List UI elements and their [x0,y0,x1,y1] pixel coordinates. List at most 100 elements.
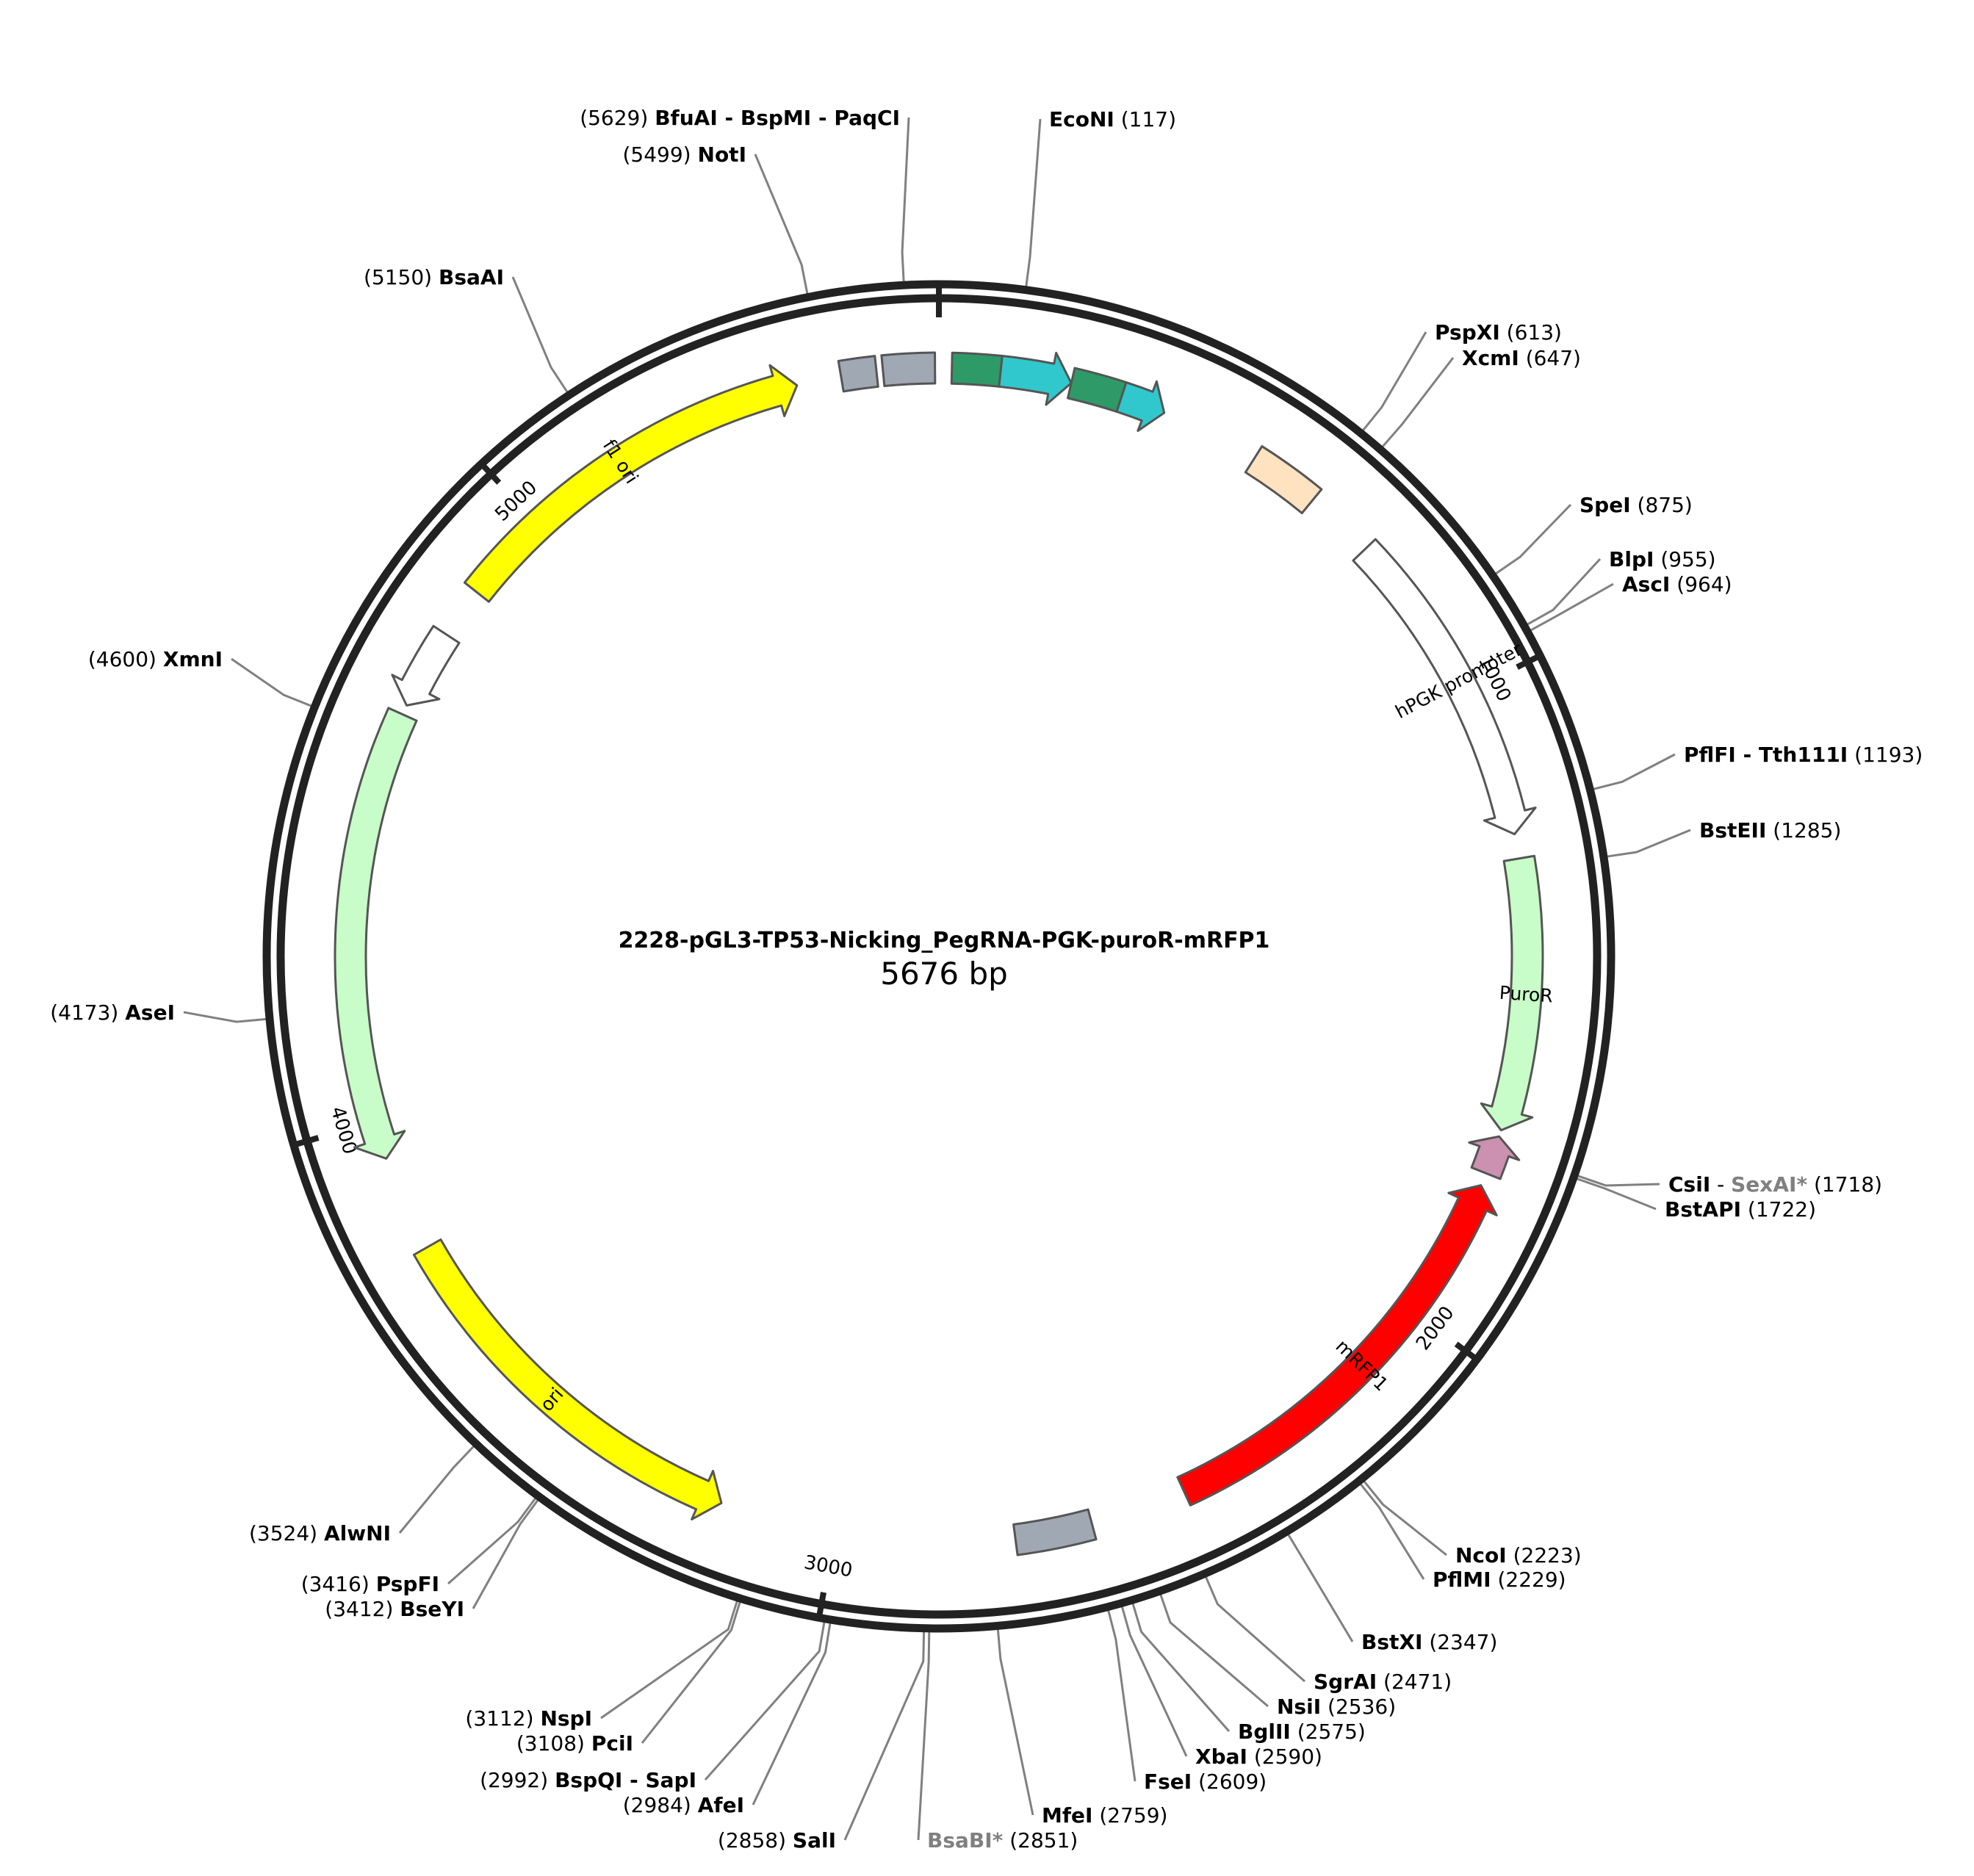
site-leader [996,1628,1034,1816]
site-leader [1358,1482,1425,1580]
site-name: NotI [698,142,746,167]
site-leader [1120,1605,1188,1757]
site-position: (1285) [1773,818,1841,843]
site-gap [1741,1197,1748,1222]
site-gap [1500,320,1507,344]
site-name: PflFI - Tth111I [1684,743,1848,767]
site-name: SgrAI [1314,1670,1377,1694]
site-gap [1003,1828,1009,1852]
site-separator: - [1710,1172,1731,1197]
site-position: (2858) [718,1828,786,1852]
site-gap [1654,547,1660,571]
feature-grey-bottom [1012,1508,1098,1556]
site-gap [691,1793,698,1817]
feature-puror [1480,854,1544,1132]
site-gap [786,1828,793,1852]
site-name: CsiI [1668,1172,1710,1197]
site-leader [901,117,910,284]
site-name: AseI [125,1000,175,1025]
site-name: EcoNI [1049,107,1114,131]
site-name: PciI [591,1731,633,1756]
site-position: (2759) [1099,1803,1167,1828]
site-label: (5150) BsaAI [364,265,504,289]
feature-scaffold-2 [1066,367,1128,413]
site-gap [534,1706,541,1731]
site-label: CsiI - SexAI* (1718) [1668,1172,1882,1197]
site-name: XmnI [163,647,223,671]
site-label: MfeI (2759) [1042,1803,1167,1828]
site-label: BsaBI* (2851) [927,1828,1078,1852]
site-name: BsaAI [439,265,504,289]
site-position: (2347) [1429,1630,1497,1654]
site-name: BspQI - SapI [555,1768,696,1792]
site-label: (4173) AseI [50,1000,175,1025]
site-name: NsiI [1277,1695,1321,1719]
site-label: BglII (2575) [1238,1720,1366,1744]
site-gap [1631,493,1638,517]
site-position: (5499) [623,142,691,167]
site-label: (2984) AfeI [623,1793,744,1817]
site-gap [432,265,439,289]
feature-pink-feature [1468,1135,1521,1180]
site-leader [1576,1174,1660,1187]
site-gap [1507,1543,1513,1567]
site-name: PspFI [376,1572,439,1596]
site-leader [511,276,569,394]
site-gap [1519,346,1526,370]
feature-label-puror: PuroR [1499,982,1554,1007]
site-position: (2575) [1297,1720,1366,1744]
site-leader [1494,503,1572,576]
site-position: (3412) [325,1597,393,1621]
site-position: (2229) [1497,1567,1566,1592]
site-label: (3524) AlwNI [249,1521,391,1545]
site-label: BstAPI (1722) [1665,1197,1816,1222]
site-label: NsiI (2536) [1277,1695,1396,1719]
site-position: (5629) [580,106,648,130]
site-label: XbaI (2590) [1195,1745,1322,1769]
restriction-sites: EcoNI (117)PspXI (613)XcmI (647)SpeI (87… [50,106,1923,1852]
tick-mark [815,1592,826,1622]
plasmid-name: 2228-pGL3-TP53-Nicking_PegRNA-PGK-puroR-… [619,928,1270,953]
feature-hpgk-promoter [1352,538,1537,836]
site-gap [648,106,655,130]
site-label: BlpI (955) [1609,547,1716,571]
site-gap [1422,1630,1429,1654]
site-label: EcoNI (117) [1049,107,1176,131]
site-gap [1321,1695,1328,1719]
site-gap [1291,1720,1297,1744]
site-leader [600,1599,739,1720]
site-gap [1848,743,1854,767]
plasmid-length: 5676 bp [880,956,1008,992]
site-leader [183,1011,268,1023]
tick-mark [289,1135,320,1150]
site-name: BfuAI - BspMI - PaqCI [655,106,900,130]
feature-white-marker [391,624,461,707]
site-name: AlwNI [324,1521,391,1545]
site-gap [1670,572,1676,596]
site-name: BlpI [1609,547,1654,571]
site-name: BstXI [1361,1630,1422,1654]
site-name: AfeI [698,1793,744,1817]
site-name: BstAPI [1665,1197,1741,1222]
backbone-outer-ring [262,280,1615,1633]
site-leader-lines [183,117,1691,1841]
feature-mrfp1 [1176,1184,1498,1507]
site-gap [1766,818,1773,843]
center-labels: 2228-pGL3-TP53-Nicking_PegRNA-PGK-puroR-… [619,928,1270,992]
site-leader [1362,1479,1447,1556]
site-position: (3112) [465,1706,533,1731]
site-leader [1131,1601,1231,1732]
site-leader [1380,357,1455,449]
site-leader [704,1620,826,1781]
site-label: XcmI (647) [1462,346,1581,370]
site-position: (613) [1507,320,1562,344]
site-gap [548,1768,555,1792]
tick-label: 3000 [802,1551,854,1581]
site-name: SalI [793,1828,836,1852]
site-position: (2609) [1198,1769,1267,1794]
site-name: XbaI [1195,1745,1247,1769]
site-label: AscI (964) [1622,572,1732,596]
site-position: (3524) [249,1521,317,1545]
site-label: BstEII (1285) [1699,818,1841,843]
